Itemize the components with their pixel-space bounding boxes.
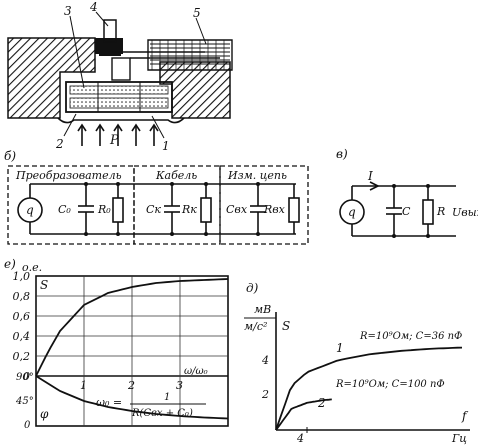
x-tick-d-4: 4 — [296, 432, 304, 445]
label-rvx: Rвх — [263, 203, 286, 216]
x-unit-d: Гц — [451, 432, 467, 445]
series-label-s-d: S — [282, 319, 290, 333]
section-cable: Кабель — [155, 169, 197, 182]
y-unit-top-d: мВ — [254, 303, 271, 316]
chart-e-ticks: 1,0 0,8 0,6 0,4 0,2 0 1 2 3 ω/ω₀ S φ 90°… — [13, 270, 208, 431]
x-tick-e: 3 — [176, 379, 183, 392]
x-tick-e: 1 — [80, 379, 87, 392]
callout-2: 2 — [55, 137, 64, 151]
series-curve-2 — [275, 398, 332, 431]
series-label-s-e: S — [40, 278, 48, 292]
x-axis-label-e: ω/ω₀ — [184, 366, 208, 377]
callout-p: P — [109, 133, 119, 148]
label-rk: Rк — [181, 203, 197, 216]
phase-tick-90: 90° — [16, 372, 34, 383]
chart-e-marks — [35, 278, 229, 420]
y-unit-e: о.е. — [22, 261, 42, 274]
x-label-d: f — [461, 409, 469, 423]
y-tick-e: 0,4 — [13, 330, 31, 343]
label-ck: Cк — [146, 203, 161, 216]
x-tick-e: 2 — [127, 379, 135, 392]
curve-2-label: 2 — [317, 396, 326, 410]
callout-4: 4 — [89, 0, 98, 14]
panel-label-b: б) — [4, 149, 16, 163]
label-uout: Uвых — [452, 206, 478, 219]
y-tick-e: 0,8 — [13, 290, 31, 303]
callout-3: 3 — [64, 4, 72, 18]
label-c0: C₀ — [58, 203, 71, 216]
label-cvx: Cвх — [226, 203, 248, 216]
y-tick-e: 0,6 — [13, 310, 31, 323]
sensor-cross-section — [7, 11, 233, 146]
callout-5: 5 — [193, 6, 201, 20]
phase-tick-0: 0 — [24, 420, 31, 431]
formula-denominator: R(Cвх + C₀) — [131, 408, 193, 419]
formula-lhs: ω₀ = — [96, 396, 122, 409]
circuit-c — [339, 181, 456, 238]
phase-tick-45: 45° — [15, 396, 34, 407]
series-label-phi: φ — [40, 407, 49, 421]
y-tick-e: 1,0 — [13, 270, 31, 283]
circuit-b — [7, 165, 309, 245]
current-label: I — [367, 169, 373, 183]
y-tick-e: 0,2 — [13, 350, 31, 363]
section-measuring-circuit: Изм. цепь — [227, 169, 287, 182]
chart-d-frame — [275, 312, 470, 431]
series-phi-phase — [35, 375, 229, 420]
curve-1-params: R=10⁹Ом; C=36 пФ — [359, 331, 462, 342]
panel-label-d: д) — [246, 281, 259, 295]
callout-1: 1 — [162, 139, 170, 153]
source-q-b: q — [26, 203, 34, 217]
panel-label-e: е) — [4, 257, 16, 271]
y-tick-d-4: 4 — [261, 354, 269, 367]
y-tick-e: 0 — [23, 370, 30, 383]
chart-e-frame — [35, 275, 229, 427]
panel-label-c: в) — [336, 147, 348, 161]
chart-d-marks — [275, 346, 463, 433]
series-curve-1 — [275, 346, 463, 431]
source-q-c: q — [348, 205, 356, 219]
y-unit-bottom-d: м/с² — [244, 320, 267, 333]
formula-numerator: 1 — [164, 392, 170, 403]
curve-2-params: R=10⁹Ом; C=100 пФ — [335, 379, 445, 390]
label-r0: R₀ — [97, 203, 111, 216]
label-c: C — [402, 205, 411, 218]
y-tick-d-2: 2 — [261, 388, 269, 401]
curve-1-label: 1 — [336, 341, 344, 355]
section-converter: Преобразователь — [15, 169, 122, 182]
label-r: R — [436, 205, 445, 218]
series-s-amplitude — [35, 278, 229, 377]
cutoff-formula: ω₀ = 1 R(Cвх + C₀) — [96, 392, 206, 419]
